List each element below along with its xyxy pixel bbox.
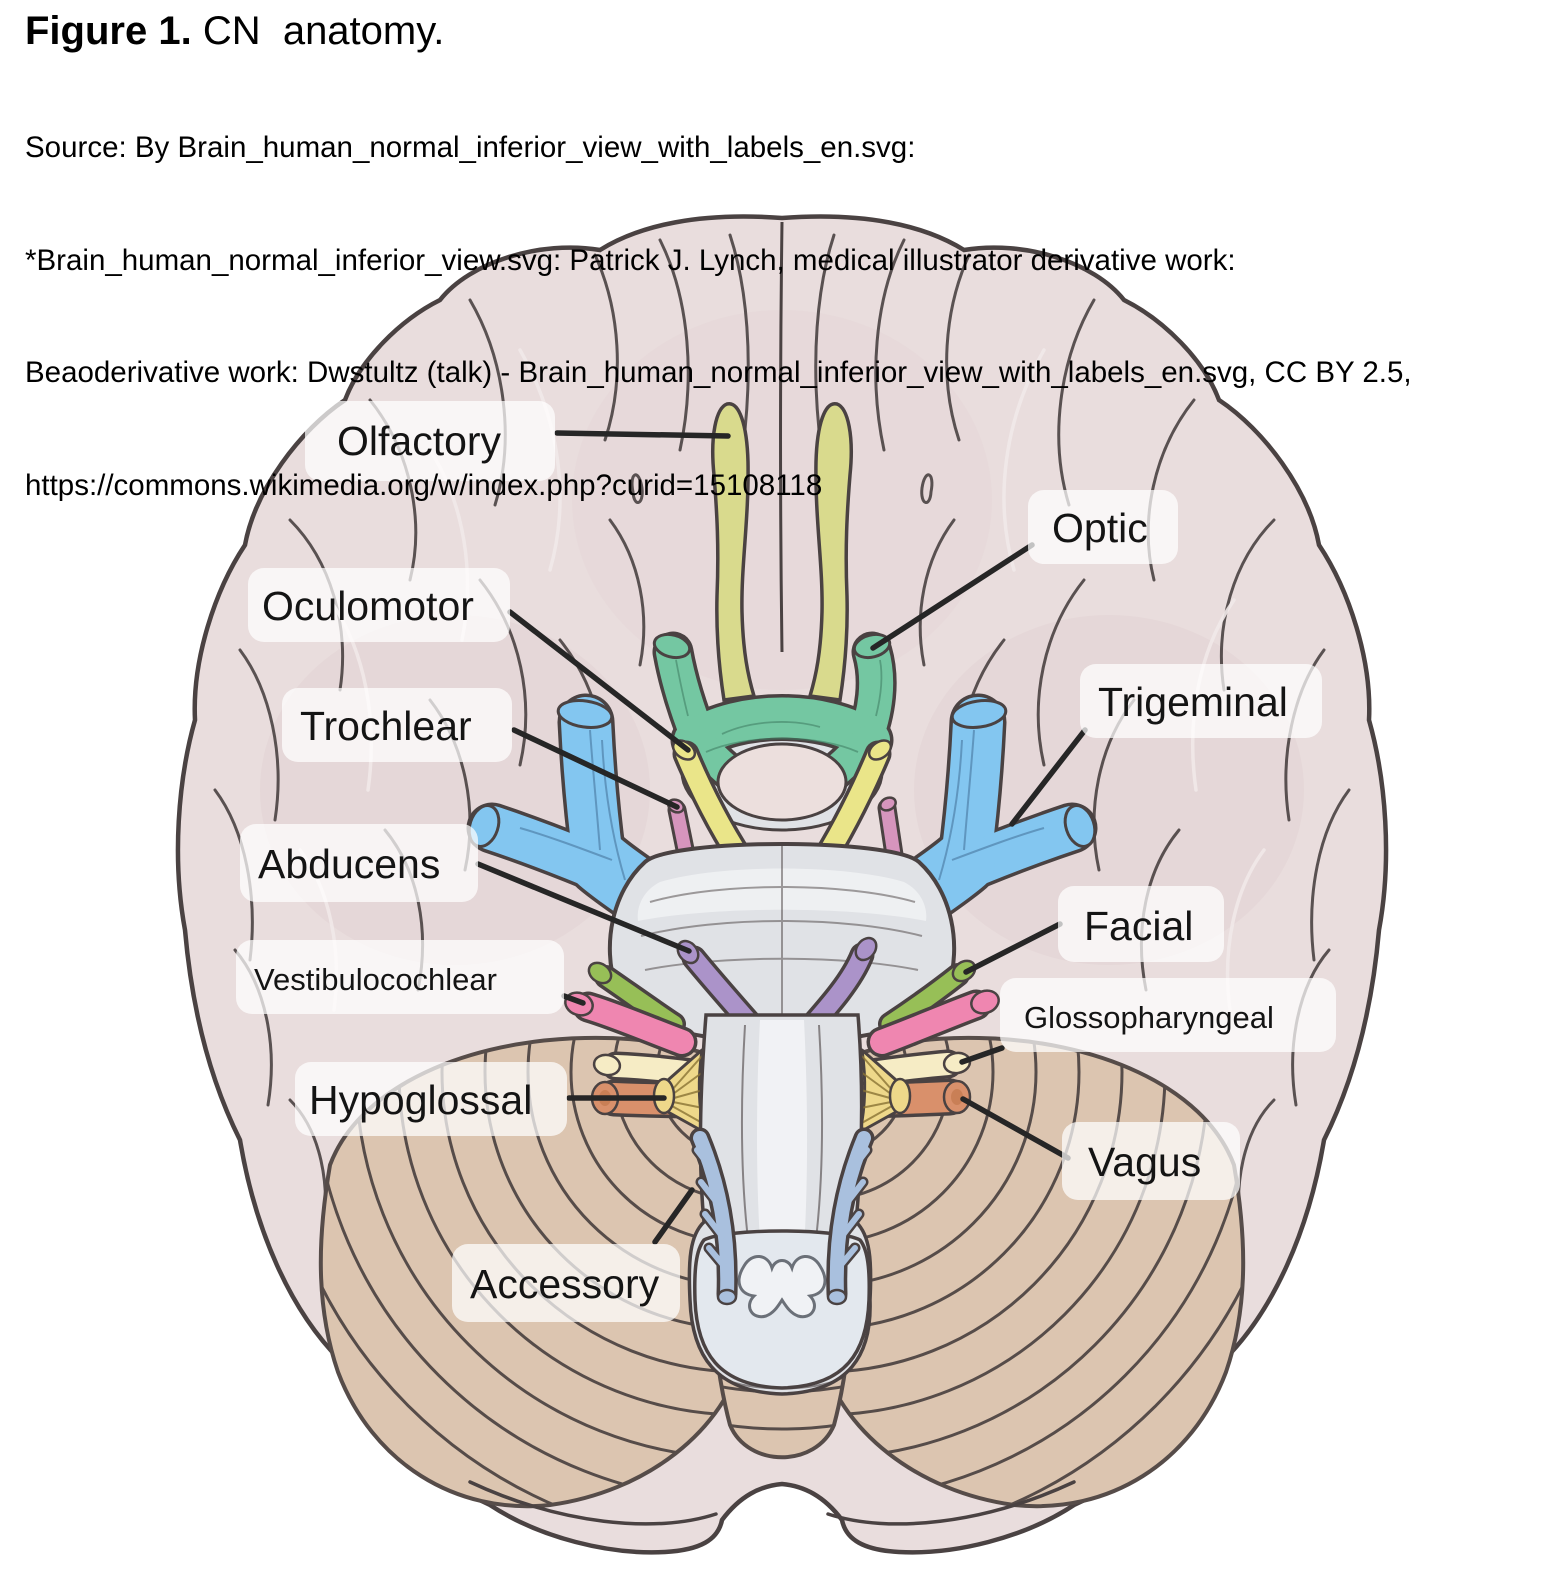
- label-hypoglossal: Hypoglossal: [295, 1062, 567, 1136]
- figure-number: Figure 1.: [25, 9, 192, 53]
- label-olfactory: Olfactory: [305, 401, 555, 481]
- label-text-accessory: Accessory: [470, 1261, 660, 1307]
- leader-optic: [870, 542, 1035, 651]
- label-glossopharyngeal: Glossopharyngeal: [1000, 978, 1336, 1052]
- label-text-oculomotor: Oculomotor: [262, 583, 474, 629]
- label-text-vagus: Vagus: [1088, 1139, 1201, 1185]
- figure-title-text: CN anatomy.: [191, 9, 445, 53]
- leader-abducens: [475, 861, 692, 954]
- label-text-optic: Optic: [1052, 505, 1148, 551]
- label-text-trochlear: Trochlear: [300, 703, 472, 749]
- leader-vestibulocochlear: [561, 993, 586, 1006]
- figure-source-line: *Brain_human_normal_inferior_view.svg: P…: [25, 243, 1236, 277]
- label-facial: Facial: [1058, 886, 1224, 962]
- olfactory-nerve: [711, 402, 853, 702]
- label-text-abducens: Abducens: [258, 841, 440, 887]
- figure-source-line: Beaoderivative work: Dwstultz (talk) - B…: [25, 356, 1412, 389]
- label-vestibulocochlear: Vestibulocochlear: [236, 940, 564, 1014]
- leader-vagus: [960, 1096, 1071, 1161]
- label-text-vestibulocochlear: Vestibulocochlear: [254, 962, 497, 997]
- pons-striations: [640, 845, 923, 1038]
- label-trochlear: Trochlear: [282, 688, 512, 762]
- figure-caption: Figure 1. CN anatomy. Source: By Brain_h…: [25, 8, 1530, 579]
- gray-matter-butterfly: [737, 1255, 827, 1319]
- leader-trochlear: [511, 727, 680, 810]
- figure-source-line: https://commons.wikimedia.org/w/index.ph…: [25, 468, 823, 502]
- leader-facial: [963, 921, 1063, 975]
- occipital-edges: [468, 1480, 1076, 1526]
- leader-glossopharyngeal: [959, 1045, 1005, 1065]
- label-abducens: Abducens: [240, 824, 478, 902]
- nerve-labels: Olfactory Optic Oculomotor Trochlear Tri…: [236, 401, 1336, 1322]
- longitudinal-fissure: [779, 221, 784, 653]
- label-accessory: Accessory: [452, 1244, 680, 1322]
- label-text-facial: Facial: [1084, 903, 1193, 949]
- label-text-hypoglossal: Hypoglossal: [309, 1077, 532, 1123]
- label-text-trigeminal: Trigeminal: [1098, 679, 1288, 725]
- interpeduncular-oval: [716, 742, 848, 822]
- leader-olfactory: [554, 430, 731, 439]
- label-oculomotor: Oculomotor: [248, 568, 510, 642]
- label-vagus: Vagus: [1062, 1122, 1240, 1200]
- leader-trigeminal: [1009, 727, 1088, 827]
- label-text-olfactory: Olfactory: [337, 418, 502, 464]
- label-text-glossopharyngeal: Glossopharyngeal: [1024, 1000, 1274, 1035]
- accessory-nerve: [697, 1138, 867, 1306]
- leader-oculomotor: [507, 609, 691, 753]
- leader-lines: [475, 430, 1088, 1245]
- figure-source: Source: By Brain_human_normal_inferior_v…: [25, 54, 1530, 579]
- figure-title: Figure 1. CN anatomy.: [25, 8, 1530, 54]
- label-optic: Optic: [1028, 490, 1178, 564]
- leader-accessory: [652, 1187, 695, 1245]
- label-trigeminal: Trigeminal: [1080, 664, 1322, 738]
- figure-source-line: Source: By Brain_human_normal_inferior_v…: [25, 131, 916, 164]
- hypoglossal-nerve: [652, 1048, 912, 1134]
